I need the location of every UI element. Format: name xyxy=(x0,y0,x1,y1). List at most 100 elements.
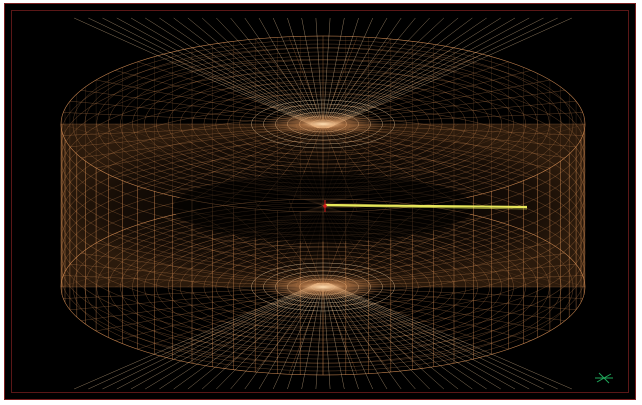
cap-spoke xyxy=(288,36,324,125)
cap-ring xyxy=(227,254,419,320)
projection-line xyxy=(315,17,324,129)
cap-ring xyxy=(191,79,455,169)
height-ring xyxy=(60,93,586,271)
projection-line xyxy=(287,17,323,129)
projection-line xyxy=(216,17,322,129)
projection-line xyxy=(272,282,323,390)
projection-line xyxy=(326,282,530,390)
projection-line xyxy=(216,282,322,390)
projection-line xyxy=(73,17,319,129)
cap-spoke xyxy=(191,286,324,364)
projection-line xyxy=(258,17,322,129)
projection-line xyxy=(230,17,322,129)
projection-line xyxy=(88,17,319,129)
bottom-cap-glow xyxy=(261,274,385,300)
3d-canvas[interactable] xyxy=(4,3,636,400)
projection-line xyxy=(324,17,402,129)
projection-line xyxy=(323,282,359,390)
projection-line xyxy=(145,282,320,390)
projection-line xyxy=(324,17,416,129)
cap-ring xyxy=(191,242,455,332)
axis-triad-icon[interactable] xyxy=(593,371,615,385)
particle-track-layer xyxy=(323,200,528,212)
projection-line xyxy=(327,282,572,390)
projection-line xyxy=(187,282,321,390)
projection-line xyxy=(326,17,530,129)
detector-scene[interactable] xyxy=(5,4,636,400)
projection-line xyxy=(173,282,321,390)
projection-line xyxy=(116,282,320,390)
projection-line xyxy=(244,17,322,129)
cap-spoke xyxy=(163,53,324,125)
projection-line xyxy=(301,17,323,129)
projection-line xyxy=(88,282,319,390)
projection-line xyxy=(323,282,345,390)
projection-line xyxy=(324,17,430,129)
particle-track-secondary xyxy=(324,205,528,210)
projection-line xyxy=(323,17,359,129)
projection-line xyxy=(323,17,374,129)
cap-spoke xyxy=(191,47,324,125)
projection-line xyxy=(272,17,323,129)
projection-line xyxy=(324,282,430,390)
cap-spoke xyxy=(255,286,324,373)
cap-ring xyxy=(203,83,443,165)
cap-spoke xyxy=(322,36,358,125)
projection-line xyxy=(244,282,322,390)
cap-spoke xyxy=(137,123,324,187)
projection-line xyxy=(325,17,459,129)
cap-spoke xyxy=(288,286,324,375)
projection-line xyxy=(287,282,323,390)
detector-radial-spokes xyxy=(60,17,586,390)
height-ring xyxy=(60,152,586,329)
projection-line xyxy=(325,282,445,390)
projection-line xyxy=(325,282,473,390)
projection-line xyxy=(327,282,544,390)
canvas-inner-border xyxy=(11,10,629,393)
height-ring xyxy=(60,70,586,248)
projection-line xyxy=(324,282,416,390)
cap-ring xyxy=(239,258,407,316)
projection-line xyxy=(315,282,324,390)
projection-line xyxy=(324,17,388,129)
projection-line xyxy=(326,17,501,129)
projection-line xyxy=(327,17,558,129)
projection-line xyxy=(102,17,319,129)
projection-line xyxy=(102,282,319,390)
cap-spoke xyxy=(322,53,483,125)
projection-line xyxy=(187,17,321,129)
projection-line xyxy=(323,17,345,129)
projection-line xyxy=(326,282,487,390)
cap-spoke xyxy=(322,286,391,373)
particle-track[interactable] xyxy=(324,203,528,209)
detector-side-wall xyxy=(60,36,586,375)
cap-ring xyxy=(215,250,431,324)
cap-ring xyxy=(251,262,395,312)
height-ring xyxy=(60,140,586,318)
projection-line xyxy=(173,17,321,129)
projection-line xyxy=(301,282,323,390)
inner-cavity xyxy=(173,173,473,242)
projection-line xyxy=(325,17,445,129)
projection-line xyxy=(325,17,473,129)
projection-line xyxy=(230,282,322,390)
projection-line xyxy=(326,282,516,390)
projection-line xyxy=(327,282,558,390)
cap-ring xyxy=(179,75,467,173)
projection-line xyxy=(201,17,321,129)
cap-ring xyxy=(215,87,431,161)
projection-line xyxy=(327,17,544,129)
cap-ring xyxy=(251,99,395,149)
projection-line xyxy=(325,282,459,390)
projection-line xyxy=(159,17,320,129)
projection-line xyxy=(130,17,320,129)
projection-line xyxy=(324,282,388,390)
projection-line xyxy=(326,17,516,129)
projection-line xyxy=(323,282,374,390)
cap-ring xyxy=(203,246,443,328)
height-ring xyxy=(60,163,586,341)
height-ring xyxy=(60,82,586,259)
top-cap-glow xyxy=(263,112,383,136)
cap-spoke xyxy=(163,123,324,195)
